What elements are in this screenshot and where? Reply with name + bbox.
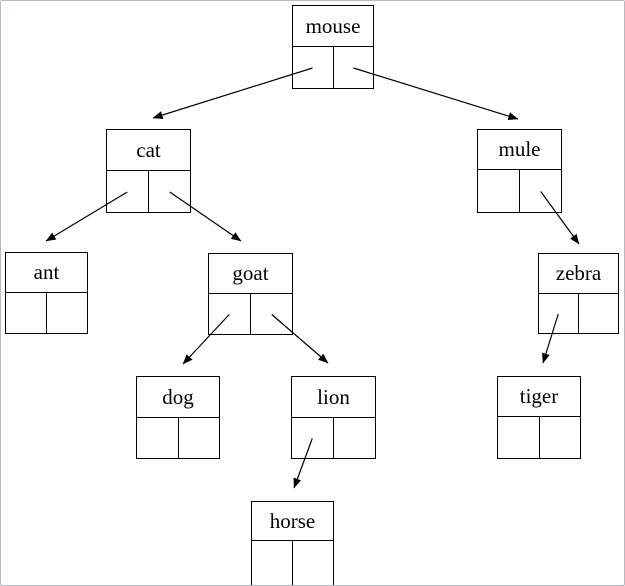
pointer-cells-lion [292, 418, 375, 458]
node-label-zebra: zebra [539, 254, 618, 294]
right-pointer-cell-dog [179, 418, 220, 458]
pointer-cells-ant [6, 293, 87, 333]
node-label-dog: dog [137, 377, 219, 418]
pointer-cells-cat [107, 171, 190, 212]
pointer-cells-tiger [498, 417, 580, 458]
node-label-horse: horse [252, 502, 333, 541]
node-label-cat: cat [107, 130, 190, 171]
left-pointer-cell-dog [137, 418, 179, 458]
tree-node-goat: goat [208, 253, 293, 335]
tree-node-tiger: tiger [497, 376, 581, 459]
left-pointer-cell-mouse [293, 47, 334, 88]
node-label-lion: lion [292, 377, 375, 418]
node-label-mule: mule [478, 130, 561, 170]
tree-node-cat: cat [106, 129, 191, 213]
left-pointer-cell-ant [6, 293, 47, 333]
tree-node-mule: mule [477, 129, 562, 213]
pointer-cells-mouse [293, 47, 373, 88]
pointer-cells-zebra [539, 294, 618, 333]
tree-node-ant: ant [5, 252, 88, 334]
arrow-mouse-left-to-cat [152, 67, 313, 119]
node-label-ant: ant [6, 253, 87, 293]
pointer-cells-mule [478, 170, 561, 212]
left-pointer-cell-mule [478, 170, 520, 212]
right-pointer-cell-lion [334, 418, 375, 458]
left-pointer-cell-goat [209, 294, 251, 334]
right-pointer-cell-horse [293, 541, 333, 585]
right-pointer-cell-ant [47, 293, 87, 333]
left-pointer-cell-lion [292, 418, 334, 458]
tree-node-dog: dog [136, 376, 220, 459]
right-pointer-cell-mouse [334, 47, 374, 88]
left-pointer-cell-tiger [498, 417, 540, 458]
right-pointer-cell-cat [149, 171, 190, 212]
node-label-tiger: tiger [498, 377, 580, 417]
node-label-goat: goat [209, 254, 292, 294]
right-pointer-cell-goat [251, 294, 292, 334]
tree-node-lion: lion [291, 376, 376, 459]
right-pointer-cell-mule [520, 170, 561, 212]
pointer-cells-goat [209, 294, 292, 334]
left-pointer-cell-cat [107, 171, 149, 212]
tree-node-zebra: zebra [538, 253, 619, 334]
tree-node-mouse: mouse [292, 5, 374, 89]
left-pointer-cell-horse [252, 541, 293, 585]
pointer-cells-dog [137, 418, 219, 458]
left-pointer-cell-zebra [539, 294, 579, 333]
pointer-cells-horse [252, 541, 333, 585]
right-pointer-cell-zebra [579, 294, 618, 333]
tree-node-horse: horse [251, 501, 334, 585]
arrow-mouse-right-to-mule [353, 67, 519, 120]
right-pointer-cell-tiger [540, 417, 581, 458]
node-label-mouse: mouse [293, 6, 373, 47]
